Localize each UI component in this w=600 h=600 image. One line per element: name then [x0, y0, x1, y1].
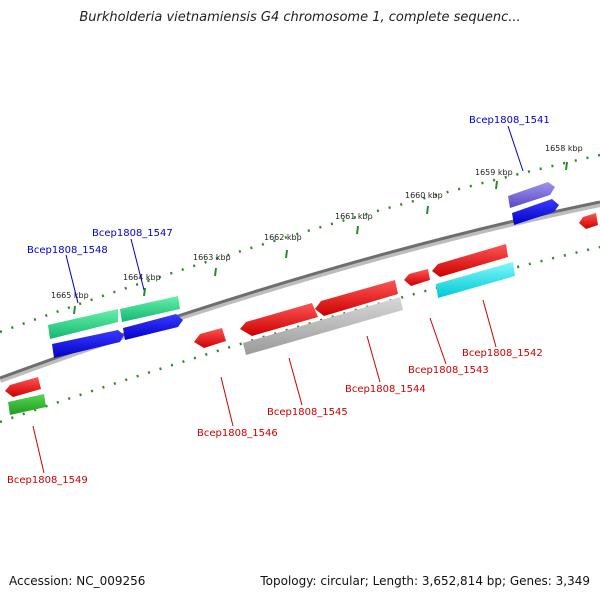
scale-label: 1661 kbp	[335, 212, 373, 221]
gene-1549-red[interactable]	[5, 377, 41, 397]
gene-1549-lime[interactable]	[8, 394, 46, 415]
scale-label: 1659 kbp	[475, 168, 513, 177]
gene-1542-cyan[interactable]	[436, 262, 515, 298]
scale-label: 1662 kbp	[264, 233, 302, 242]
label-connectors	[32, 125, 524, 474]
scale-label: 1665 kbp	[51, 291, 89, 300]
gene-label-1548[interactable]: Bcep1808_1548	[27, 245, 108, 256]
gene-1546-red[interactable]	[194, 328, 226, 348]
genome-summary-text: Topology: circular; Length: 3,652,814 bp…	[260, 574, 590, 588]
gene-label-1545[interactable]: Bcep1808_1545	[267, 407, 348, 418]
gene-1541-blue[interactable]	[512, 199, 559, 225]
accession-text: Accession: NC_009256	[9, 574, 146, 588]
gene-1541-purple[interactable]	[508, 182, 555, 208]
map-title: Burkholderia vietnamiensis G4 chromosome…	[79, 10, 521, 25]
major-ticks	[73, 161, 568, 315]
gene-1548-green[interactable]	[48, 309, 118, 339]
gene-1547-blue[interactable]	[123, 314, 183, 340]
gene-label-1547[interactable]: Bcep1808_1547	[92, 228, 173, 239]
gene-label-1542[interactable]: Bcep1808_1542	[462, 348, 543, 359]
scale-label: 1660 kbp	[405, 191, 443, 200]
gene-label-1543[interactable]: Bcep1808_1543	[408, 365, 489, 376]
gene-edge-red[interactable]	[579, 213, 598, 229]
gene-label-1541[interactable]: Bcep1808_1541	[469, 115, 550, 126]
gene-label-1544[interactable]: Bcep1808_1544	[345, 384, 426, 395]
gene-1542-red[interactable]	[432, 244, 508, 277]
gene-label-1546[interactable]: Bcep1808_1546	[197, 428, 278, 439]
inner-tick-track	[0, 245, 600, 424]
gene-1548-blue[interactable]	[52, 330, 124, 358]
gene-label-1549[interactable]: Bcep1808_1549	[7, 475, 88, 486]
gene-1544-red[interactable]	[315, 280, 398, 316]
gene-1547-green[interactable]	[120, 296, 180, 322]
gene-1545-red[interactable]	[240, 303, 318, 336]
gene-1543-red[interactable]	[404, 269, 430, 286]
scale-label: 1658 kbp	[545, 144, 583, 153]
outer-tick-track	[0, 153, 600, 334]
gene-1544-gray[interactable]	[243, 297, 403, 355]
scale-label: 1663 kbp	[193, 253, 231, 262]
scale-label: 1664 kbp	[123, 273, 161, 282]
